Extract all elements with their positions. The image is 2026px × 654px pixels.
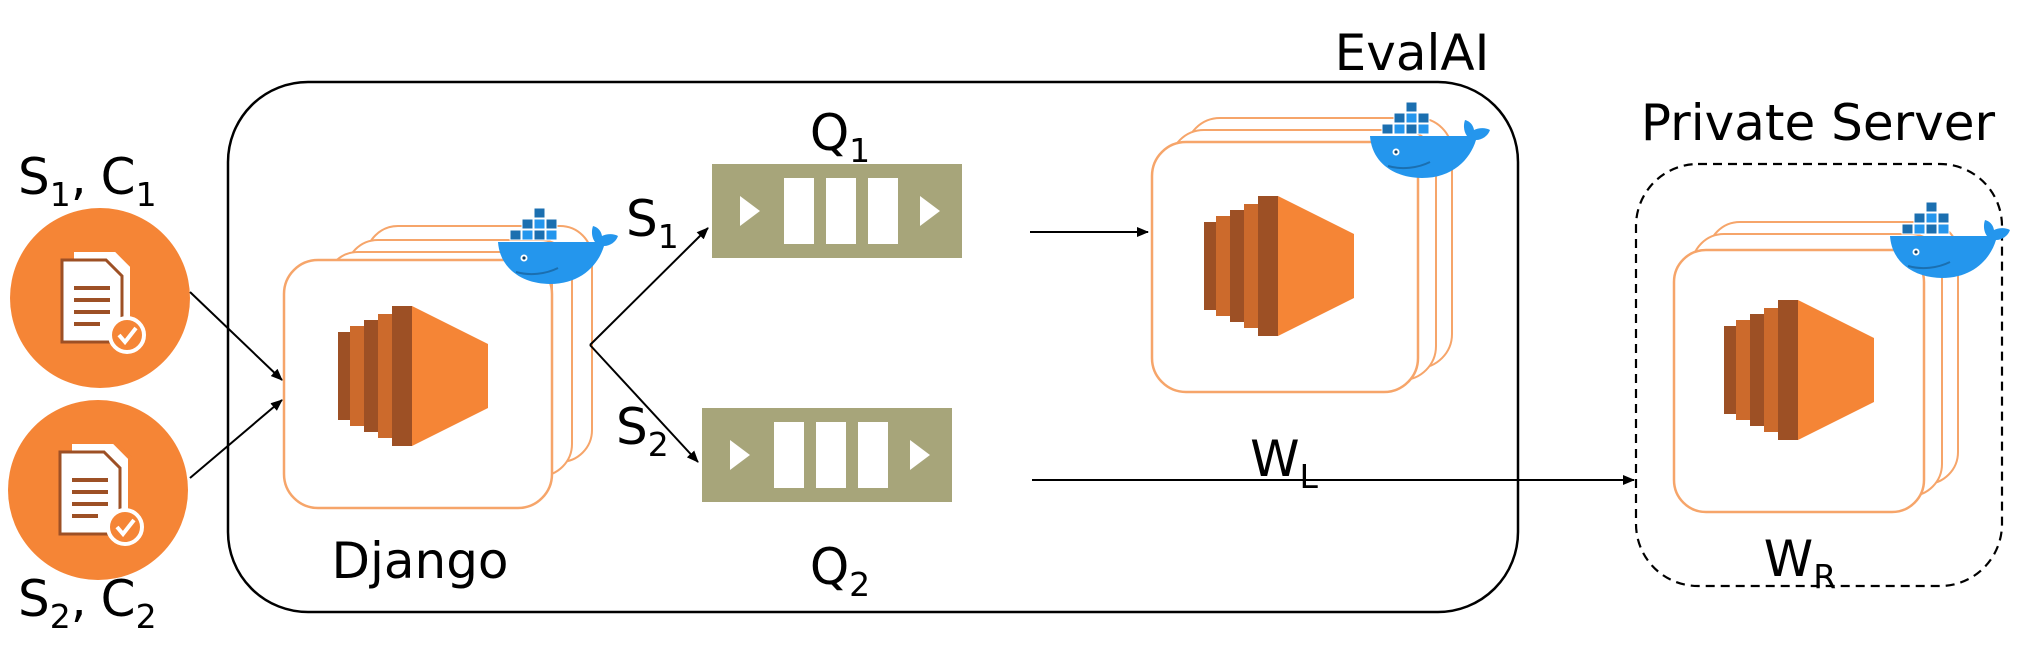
arrow-django-to-queue2	[589, 344, 699, 463]
queue-1-label: Q1	[810, 104, 870, 170]
remote-worker-label: WR	[1764, 530, 1836, 596]
queue-2-icon	[702, 408, 952, 502]
submission-2-label: S2,C2	[18, 570, 157, 636]
arrow-django-to-queue1	[589, 227, 709, 346]
queue-2-label: Q2	[810, 538, 870, 604]
django-docker-icon	[497, 207, 619, 285]
django-label: Django	[331, 532, 508, 590]
private-server-label: Private Server	[1641, 94, 1996, 152]
arrow-submission1-to-django	[189, 291, 283, 381]
route-1-label: S1	[626, 190, 679, 256]
submission-2-icon	[6, 398, 190, 582]
arrow-submission2-to-django	[189, 399, 283, 479]
queue-1-icon	[712, 164, 962, 258]
local-worker-label: WL	[1250, 430, 1318, 496]
submission-1-icon	[8, 206, 192, 390]
submission-1-label: S1,C1	[18, 148, 157, 214]
evalai-label: EvalAI	[1335, 24, 1490, 82]
route-2-label: S2	[616, 398, 669, 464]
remote-worker-docker-icon	[1889, 201, 2011, 279]
private-server-boundary	[1634, 162, 2004, 588]
evalai-boundary	[226, 80, 1520, 614]
local-worker-docker-icon	[1369, 101, 1491, 179]
